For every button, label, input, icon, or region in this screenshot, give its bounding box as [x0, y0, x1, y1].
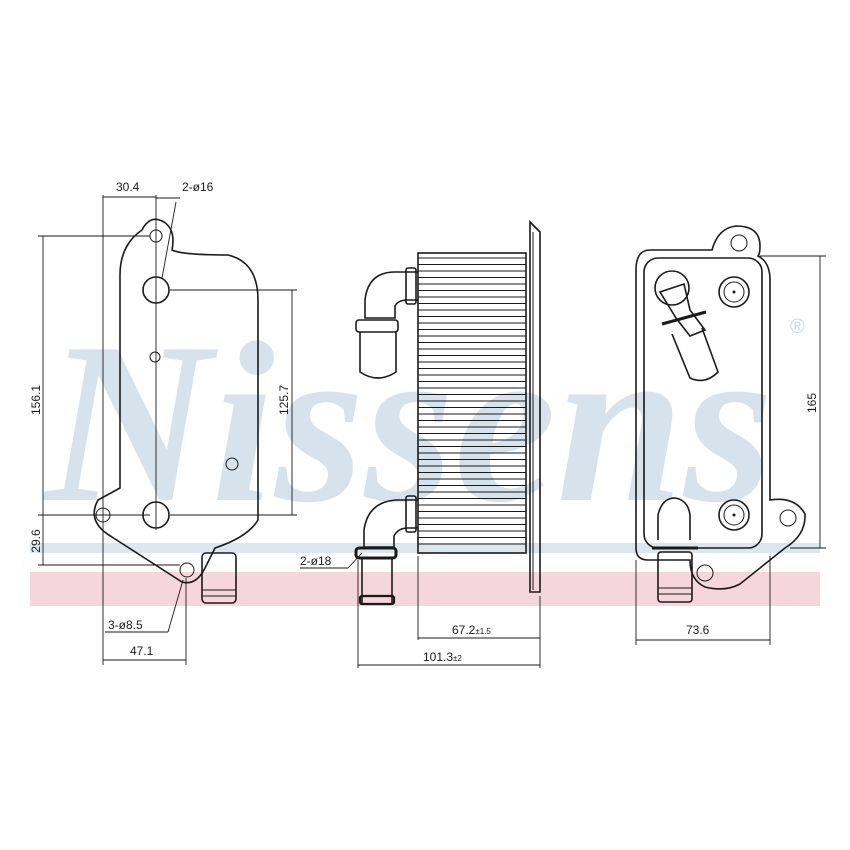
- side-view: [354, 220, 541, 606]
- dim-hole-offset-label: 30.4: [116, 180, 140, 194]
- dim-rear-height-label: 165: [805, 393, 819, 413]
- upper-bent-pipe: [364, 271, 418, 319]
- rear-side-mount-hole: [779, 509, 797, 527]
- rear-view: [635, 225, 806, 603]
- side-mounting-flange: [529, 220, 541, 593]
- front-dimensions: 30.4 2-ø16 156.1 125.7 29.6 3-ø8.5 47.1: [29, 180, 297, 665]
- rear-lower-pipe: [657, 551, 693, 603]
- rear-lower-port: [657, 497, 691, 540]
- right-mount-hole: [225, 457, 239, 471]
- pink-stripe: [30, 572, 820, 606]
- fin-lines: [418, 257, 526, 545]
- dim-core-depth-value: 67.2: [452, 623, 476, 637]
- dim-port-spacing-label: 125.7: [277, 385, 291, 415]
- side-dimensions: 2-ø18 67.2±1.5 101.3±2: [300, 552, 541, 668]
- dim-total-depth-text: 101.3±2: [423, 650, 462, 664]
- dim-total-depth-value: 101.3: [423, 650, 453, 664]
- side-fin-stack: [417, 252, 527, 554]
- dim-pipes-label: 2-ø18: [300, 554, 332, 568]
- rear-angled-pipe: [658, 282, 707, 337]
- center-mount-hole: [149, 351, 161, 363]
- rear-upper-port: [654, 270, 690, 306]
- rear-view-outline: [635, 225, 806, 590]
- dim-lower-offset-label: 29.6: [29, 529, 43, 553]
- dim-mount-holes-label: 3-ø8.5: [108, 618, 143, 632]
- dim-core-depth-text: 67.2±1.5: [452, 623, 491, 637]
- dim-total-depth-tolerance: ±2: [453, 654, 462, 663]
- rear-lower-boss: [718, 499, 750, 531]
- nissens-watermark: Nissens: [42, 295, 774, 550]
- bottom-mount-hole: [179, 562, 195, 578]
- rear-dimensions: 165 73.6: [635, 255, 826, 645]
- rear-bottom-mount-hole: [696, 564, 714, 582]
- dim-core-depth-tolerance: ±1.5: [475, 627, 491, 636]
- blue-stripe: [30, 543, 820, 553]
- dim-bottom-width-label: 47.1: [130, 644, 154, 658]
- rear-top-mount-hole: [730, 234, 748, 252]
- registered-trademark-symbol: ®: [790, 316, 805, 338]
- dim-total-height-label: 156.1: [29, 385, 43, 415]
- dim-rear-width-label: 73.6: [686, 623, 710, 637]
- rear-upper-boss: [718, 276, 750, 308]
- dim-port-holes-label: 2-ø16: [182, 180, 214, 194]
- front-pipe-stub: [201, 552, 237, 604]
- rear-inner-plate: [643, 257, 763, 549]
